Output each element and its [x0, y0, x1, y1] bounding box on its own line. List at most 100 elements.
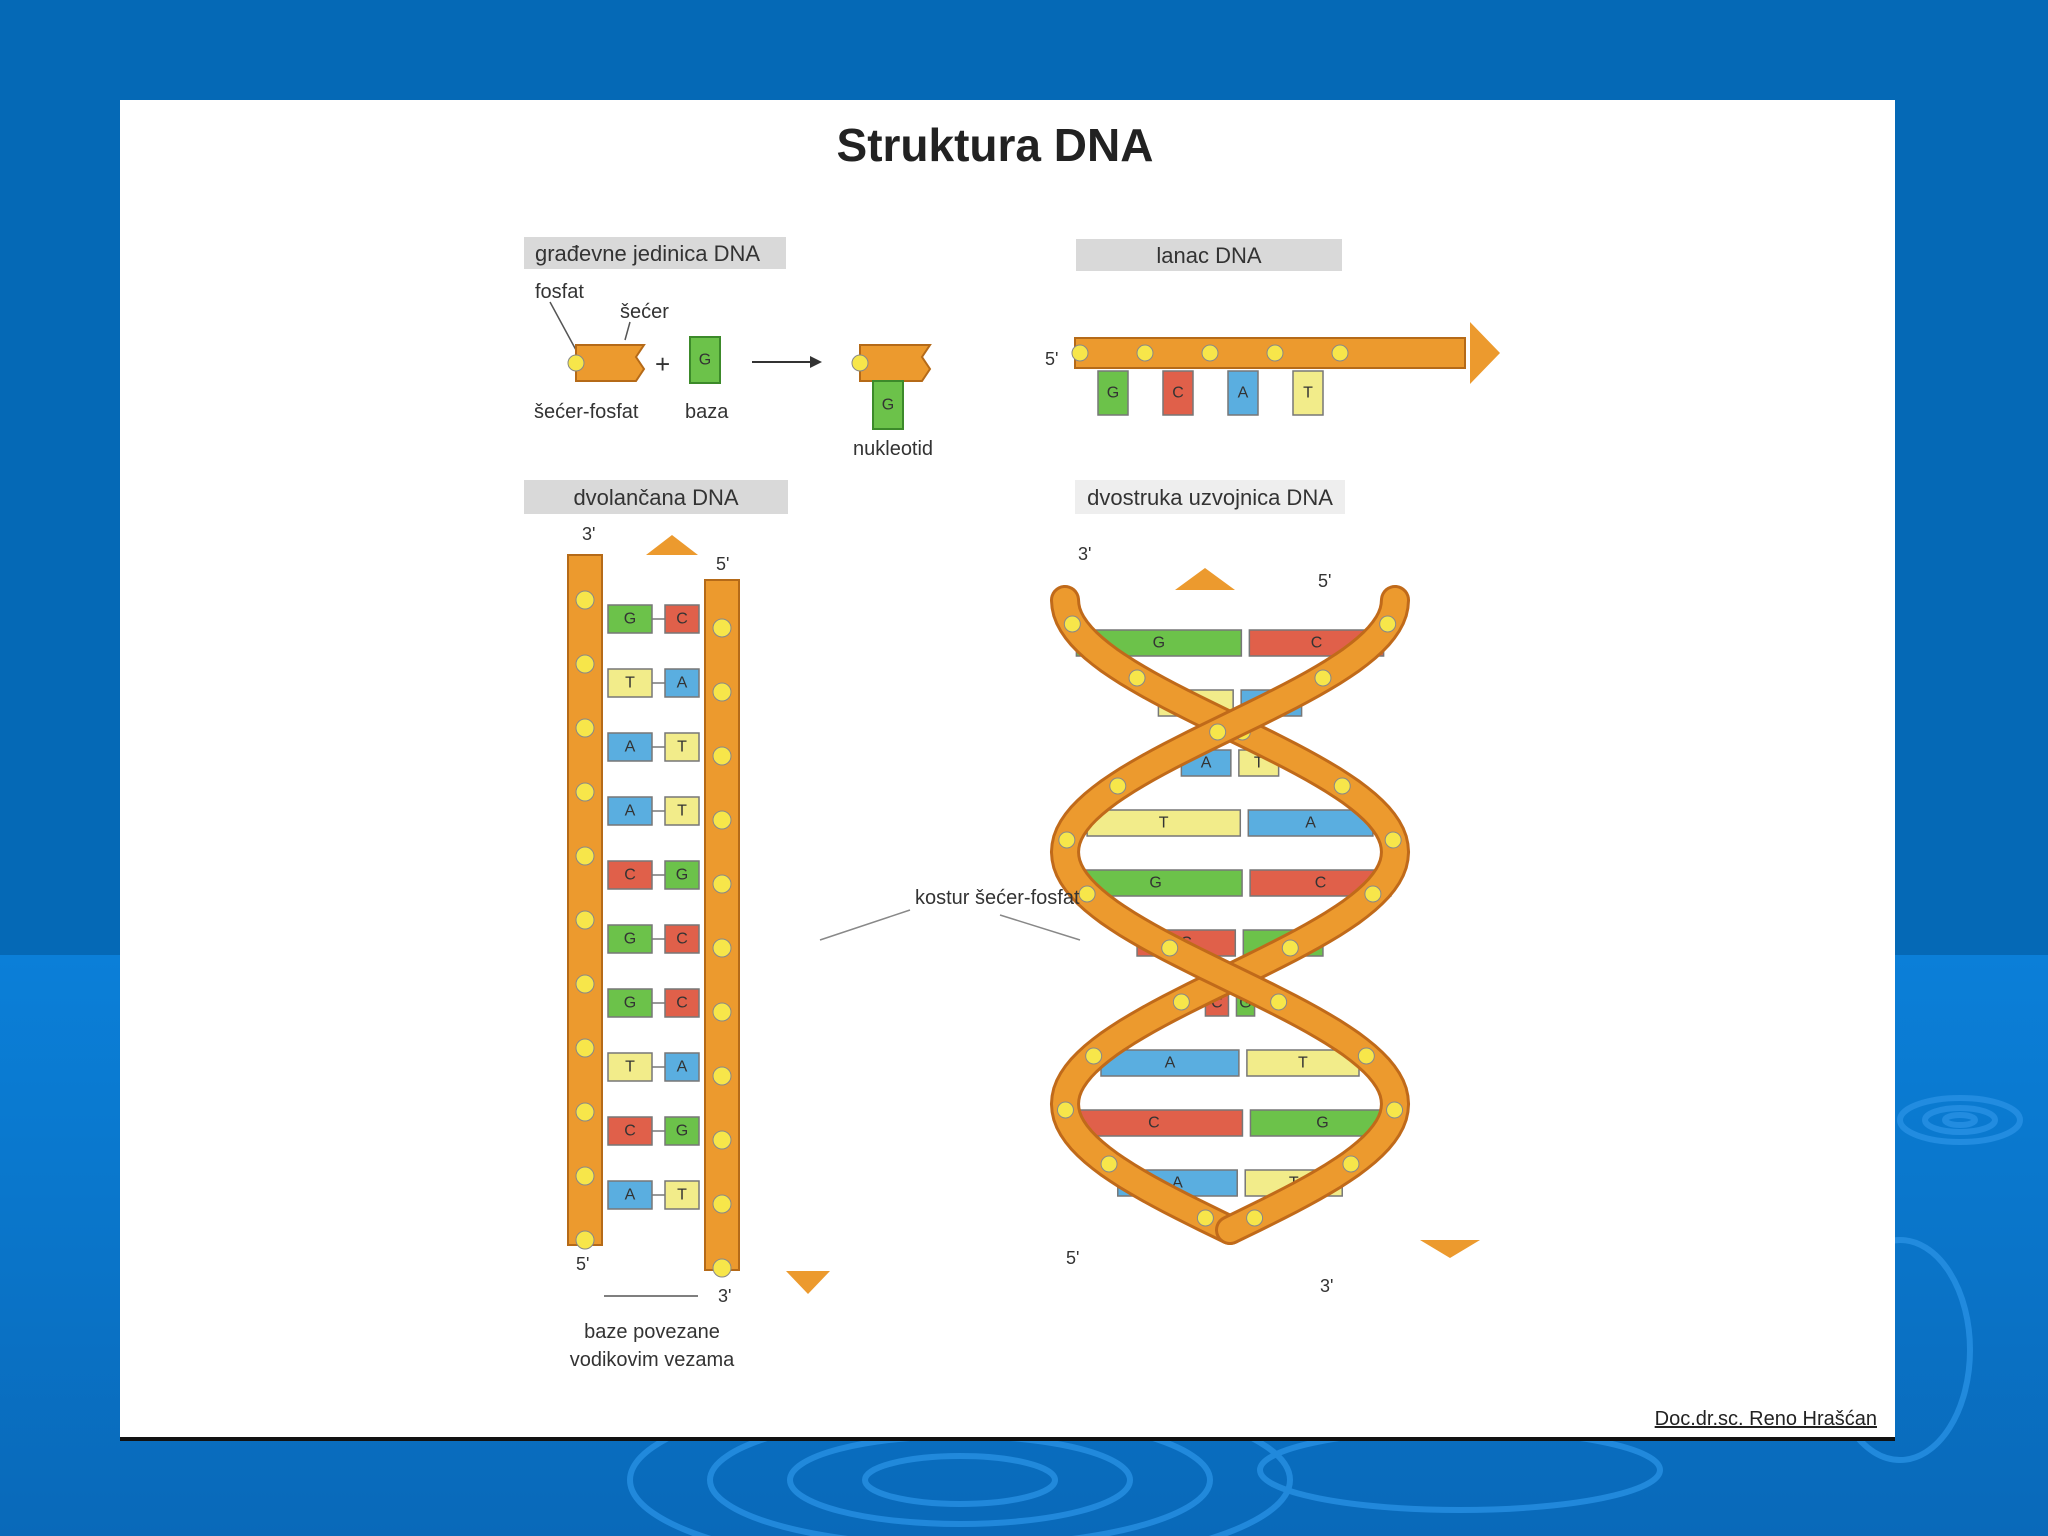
helix-arrow-up — [1175, 568, 1235, 590]
svg-text:C: C — [1315, 875, 1327, 892]
ladder-bottom-right-end: 3' — [718, 1286, 731, 1306]
svg-text:A: A — [625, 1187, 636, 1204]
svg-text:T: T — [677, 739, 687, 756]
ladder-base-T: T — [664, 796, 700, 826]
helix-strand-a — [1052, 588, 1408, 1242]
ladder-phosphate — [575, 718, 595, 738]
ladder-arrow-down — [786, 1271, 830, 1294]
svg-text:C: C — [676, 611, 688, 628]
chain-base-A: A — [1227, 370, 1259, 416]
svg-text:G: G — [1149, 875, 1161, 892]
ladder-base-G: G — [607, 924, 653, 954]
helix-base-T: T — [1246, 1049, 1360, 1077]
ladder-base-C: C — [607, 1116, 653, 1146]
svg-text:T: T — [677, 1187, 687, 1204]
helix-base-T: T — [1086, 809, 1242, 837]
ladder-phosphate — [575, 1102, 595, 1122]
label-nukleotid: nukleotid — [853, 438, 933, 460]
svg-text:T: T — [1159, 815, 1169, 832]
helix-phosphate — [1109, 777, 1127, 795]
svg-text:C: C — [1148, 1115, 1160, 1132]
pointer-fosfat — [549, 301, 577, 351]
svg-text:G: G — [676, 1123, 688, 1140]
helix-phosphate — [1128, 669, 1146, 687]
chain-phosphate — [1136, 344, 1154, 362]
label-backbone: kostur šećer-fosfat — [915, 887, 1080, 909]
chain-phosphate — [1331, 344, 1349, 362]
helix-phosphate — [1270, 993, 1288, 1011]
arrow-right-icon — [752, 356, 822, 368]
free-base-g: G — [689, 336, 721, 384]
ladder-base-T: T — [607, 668, 653, 698]
svg-text:C: C — [1211, 995, 1223, 1012]
helix-base-A: A — [1247, 809, 1374, 837]
header-helix: dvostruka uzvojnica DNA — [1087, 485, 1333, 510]
helix-base-A: A — [1100, 1049, 1240, 1077]
helix-phosphate — [1100, 1155, 1118, 1173]
chain-base-C: C — [1162, 370, 1194, 416]
header-helix-bg — [1075, 480, 1345, 514]
svg-text:G: G — [624, 611, 636, 628]
ladder-base-G: G — [664, 1116, 700, 1146]
svg-text:G: G — [699, 352, 711, 369]
helix-phosphate — [1281, 939, 1299, 957]
helix-phosphate — [1314, 669, 1332, 687]
ladder-arrow-up — [646, 535, 698, 555]
helix-phosphate — [1063, 615, 1081, 633]
helix-phosphate — [1333, 777, 1351, 795]
svg-text:A: A — [1165, 1055, 1176, 1072]
ladder-base-A: A — [607, 732, 653, 762]
svg-text:G: G — [1316, 1115, 1328, 1132]
helix-phosphate — [1342, 1155, 1360, 1173]
ladder-base-A: A — [607, 796, 653, 826]
sugar-phosphate-unit — [567, 344, 646, 382]
helix-top-left-end: 3' — [1078, 544, 1091, 564]
ladder-phosphate — [712, 1258, 732, 1278]
ladder-phosphate — [575, 910, 595, 930]
nucleotide: G — [851, 344, 932, 430]
svg-text:C: C — [624, 867, 636, 884]
ladder-base-G: G — [607, 604, 653, 634]
svg-text:T: T — [1254, 755, 1264, 772]
ladder-phosphate — [712, 1130, 732, 1150]
chain-end-5: 5' — [1045, 349, 1058, 369]
ladder-top-left-end: 3' — [582, 524, 595, 544]
ladder-base-C: C — [607, 860, 653, 890]
ladder-phosphate — [712, 1002, 732, 1022]
header-chain: lanac DNA — [1156, 243, 1261, 268]
svg-text:G: G — [676, 867, 688, 884]
svg-text:A: A — [1305, 815, 1316, 832]
svg-text:A: A — [1238, 385, 1249, 402]
ladder-base-T: T — [664, 1180, 700, 1210]
helix-phosphate — [1078, 885, 1096, 903]
ladder-phosphate — [712, 810, 732, 830]
svg-text:T: T — [1298, 1055, 1308, 1072]
helix-phosphate — [1357, 1047, 1375, 1065]
pointer-secer — [624, 321, 631, 341]
ladder-base-C: C — [664, 924, 700, 954]
pointer-backbone-right — [999, 914, 1081, 941]
ladder-phosphate — [575, 654, 595, 674]
ladder-phosphate — [712, 1066, 732, 1086]
svg-text:G: G — [1107, 385, 1119, 402]
svg-text:A: A — [677, 1059, 688, 1076]
slide-canvas: Struktura DNA građevne jedinica DNA lana… — [120, 100, 1895, 1441]
ladder-phosphate — [575, 846, 595, 866]
ladder-phosphate — [575, 782, 595, 802]
chain-phosphate — [1266, 344, 1284, 362]
plus-sign: + — [655, 349, 670, 379]
svg-text:C: C — [1311, 635, 1323, 652]
svg-text:C: C — [1172, 385, 1184, 402]
svg-text:T: T — [1303, 385, 1313, 402]
ladder-base-A: A — [607, 1180, 653, 1210]
svg-text:T: T — [625, 1059, 635, 1076]
ladder-base-T: T — [664, 732, 700, 762]
ladder-phosphate — [712, 938, 732, 958]
ladder-top-right-end: 5' — [716, 554, 729, 574]
header-ladder-bg — [524, 480, 788, 514]
label-fosfat: fosfat — [535, 281, 584, 303]
header-building-unit: građevne jedinica DNA — [535, 241, 760, 266]
ladder-base-A: A — [664, 1052, 700, 1082]
